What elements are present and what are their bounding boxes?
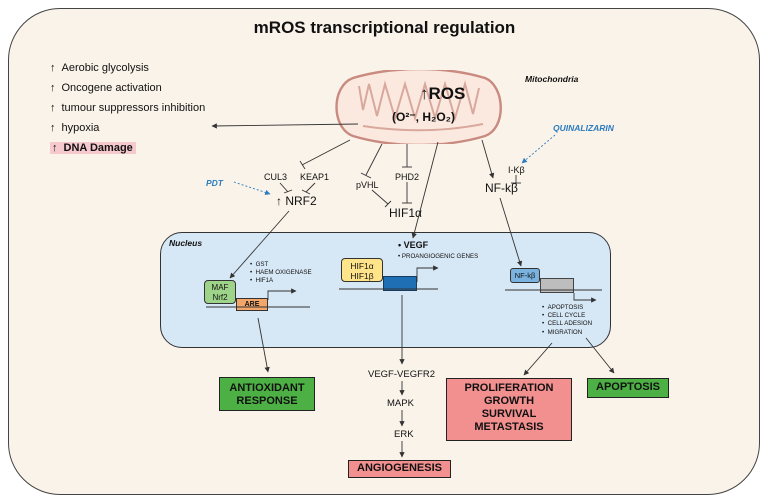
mapk-label: MAPK <box>387 398 414 409</box>
hif-complex-box: HIF1α HIF1β <box>341 258 383 282</box>
erk-label: ERK <box>394 429 414 440</box>
quinalizarin-label: QUINALIZARIN <box>553 123 614 133</box>
phd2-label: PHD2 <box>395 172 420 182</box>
gene-item: • GST <box>250 261 269 268</box>
nrf2-label: ↑ NRF2 <box>276 194 317 208</box>
cul3-label: CUL3 <box>264 172 288 182</box>
proangiogenic-genes-label: • PROANGIOGENIC GENES <box>398 253 479 260</box>
vegf-gene-label: • VEGF <box>398 240 429 250</box>
effect-item: ↑hypoxia <box>50 122 100 134</box>
nfkb-box: NF-kβ <box>510 268 540 283</box>
outcome-line: PROLIFERATION <box>464 382 554 394</box>
hif1a-box-label: HIF1α <box>350 261 374 271</box>
nrf2-box-label: Nrf2 <box>212 293 228 302</box>
gene-item: • HAEM OXIGENASE <box>250 269 312 277</box>
hif1b-box-label: HIF1β <box>350 271 374 281</box>
angiogenesis-box: ANGIOGENESIS <box>348 460 451 478</box>
keap1-label: KEAP1 <box>300 172 330 182</box>
gene-item: • HIF1A <box>250 277 274 285</box>
outcome-line: GROWTH <box>483 395 535 407</box>
nfkb-target-genes: • APOPTOSIS • CELL CYCLE • CELL ADESION … <box>542 304 592 337</box>
outcome-line: SURVIVAL <box>481 408 537 420</box>
diagram-title: mROS transcriptional regulation <box>253 18 516 37</box>
vegf-vegfr2-label: VEGF-VEGFR2 <box>368 369 436 380</box>
gene-item: • CELL ADESION <box>542 320 593 328</box>
pdt-label: PDT <box>206 178 223 188</box>
hre-promoter-box <box>383 276 417 291</box>
effect-item: ↑Oncogene activation <box>50 82 162 94</box>
mitochondria-label: Mitochondria <box>525 74 579 84</box>
effect-item: ↑tumour suppressors inhibition <box>50 102 206 114</box>
maf-nrf2-box: MAF Nrf2 <box>204 280 236 304</box>
maf-label: MAF <box>211 283 229 292</box>
mitochondrion-shape <box>335 70 502 144</box>
are-target-genes: • GST • HAEM OXIGENASE • HIF1A <box>250 261 312 286</box>
pvhl-label: pVHL <box>356 180 379 190</box>
hif1a-label: HIF1α <box>389 206 422 220</box>
outcome-line: METASTASIS <box>474 421 544 433</box>
are-box: ARE <box>236 298 268 311</box>
apoptosis-box: APOPTOSIS <box>587 378 669 398</box>
effect-item: ↑Aerobic glycolysis <box>50 62 149 74</box>
ikb-label: I-Kβ <box>508 165 525 175</box>
ros-label: ↑ROS <box>420 84 466 103</box>
gene-item: • APOPTOSIS <box>542 304 584 311</box>
ros-effects-list: ↑Aerobic glycolysis ↑Oncogene activation… <box>50 58 205 158</box>
antioxidant-response-box: ANTIOXIDANT RESPONSE <box>219 377 315 411</box>
gene-item: • CELL CYCLE <box>542 312 586 320</box>
effect-item-dna-damage: ↑DNA Damage <box>50 138 205 158</box>
nfkb-promoter-box <box>540 278 574 293</box>
gene-item: • MIGRATION <box>542 328 583 336</box>
proliferation-box: PROLIFERATION GROWTH SURVIVAL METASTASIS <box>446 378 572 441</box>
ros-species-label: (O²⁻, H₂O₂) <box>392 110 455 124</box>
nucleus-label: Nucleus <box>169 238 203 248</box>
nfkb-label: NF-kβ <box>485 181 518 195</box>
